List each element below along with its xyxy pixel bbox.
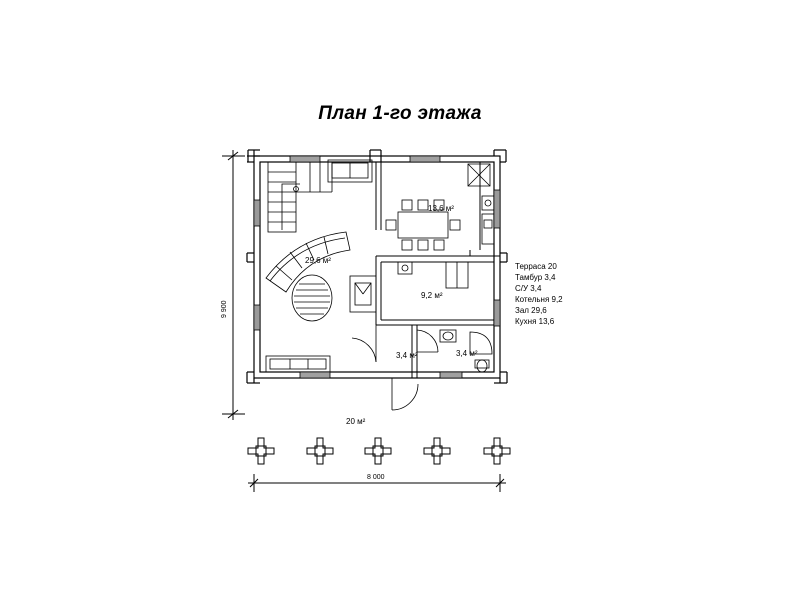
bottom-sofa xyxy=(265,355,331,373)
bathroom-fixtures xyxy=(439,329,493,373)
boiler-equipment xyxy=(397,261,469,289)
kitchen-counter xyxy=(467,163,495,245)
room-area-kitchen: 13,6 м² xyxy=(428,204,454,213)
legend-item: Зал 29,6 xyxy=(515,306,547,315)
room-area-hall: 29,6 м² xyxy=(305,256,331,265)
room-area-terrace: 20 м² xyxy=(346,417,366,426)
page-title: План 1-го этажа xyxy=(318,103,482,124)
legend-item: Котельня 9,2 xyxy=(515,295,563,304)
fireplace xyxy=(349,275,377,313)
small-sofa xyxy=(327,159,373,183)
staircase xyxy=(267,161,333,233)
dimension-line-height xyxy=(222,150,245,420)
dining-table xyxy=(385,199,461,251)
corner-sofa xyxy=(265,231,351,293)
legend-item: Кухня 13,6 xyxy=(515,317,555,326)
room-area-boiler: 9,2 м² xyxy=(421,291,443,300)
legend-item: С/У 3,4 xyxy=(515,284,542,293)
legend-item: Терраса 20 xyxy=(515,262,557,271)
oval-rug xyxy=(291,274,333,322)
windows xyxy=(254,156,500,378)
legend-item: Тамбур 3,4 xyxy=(515,273,556,282)
doors xyxy=(351,325,439,411)
outer-walls xyxy=(246,149,508,384)
room-legend: Терраса 20 Тамбур 3,4 С/У 3,4 Котельня 9… xyxy=(515,261,563,327)
dimension-line-width xyxy=(248,474,506,492)
dimension-label-width: 8 000 xyxy=(367,474,385,481)
room-area-bathroom: 3,4 м² xyxy=(456,349,478,358)
dimension-label-height: 9 900 xyxy=(221,300,228,318)
terrace-posts xyxy=(247,437,511,465)
room-area-vestibule: 3,4 м² xyxy=(396,351,418,360)
interior-walls xyxy=(375,162,500,378)
